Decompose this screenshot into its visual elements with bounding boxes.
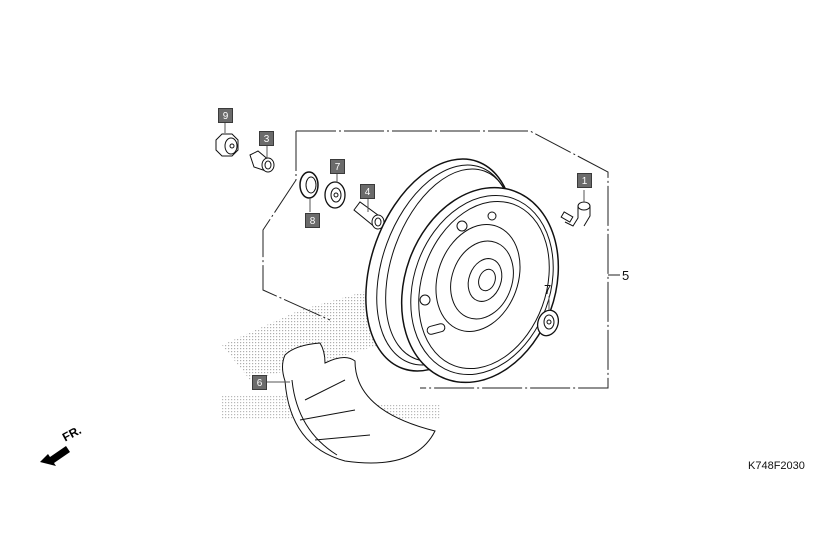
callout-1[interactable]: 1: [577, 173, 592, 188]
tire-part[interactable]: [267, 342, 436, 464]
callout-5[interactable]: 5: [622, 268, 630, 283]
callout-7-right[interactable]: 7: [544, 282, 552, 297]
callout-8[interactable]: 8: [305, 213, 320, 228]
nut-part[interactable]: [215, 120, 239, 157]
callout-3[interactable]: 3: [259, 131, 274, 146]
bearing-right-part[interactable]: [534, 296, 562, 339]
callout-9[interactable]: 9: [218, 108, 233, 123]
drawing-code: K748F2030: [748, 460, 805, 472]
wheel-rim-part[interactable]: [338, 138, 584, 404]
callout-7-left[interactable]: 7: [330, 159, 345, 174]
tire-valve-part[interactable]: [560, 190, 591, 227]
callout-6[interactable]: 6: [252, 375, 267, 390]
bearing-left-part[interactable]: [324, 174, 346, 209]
callout-4[interactable]: 4: [360, 184, 375, 199]
assembly-bracket: [262, 130, 620, 389]
front-direction-arrow-icon: [40, 446, 70, 466]
axle-collar-part[interactable]: [249, 145, 275, 173]
dust-seal-part[interactable]: [299, 171, 319, 212]
distance-collar-part[interactable]: [353, 198, 385, 230]
